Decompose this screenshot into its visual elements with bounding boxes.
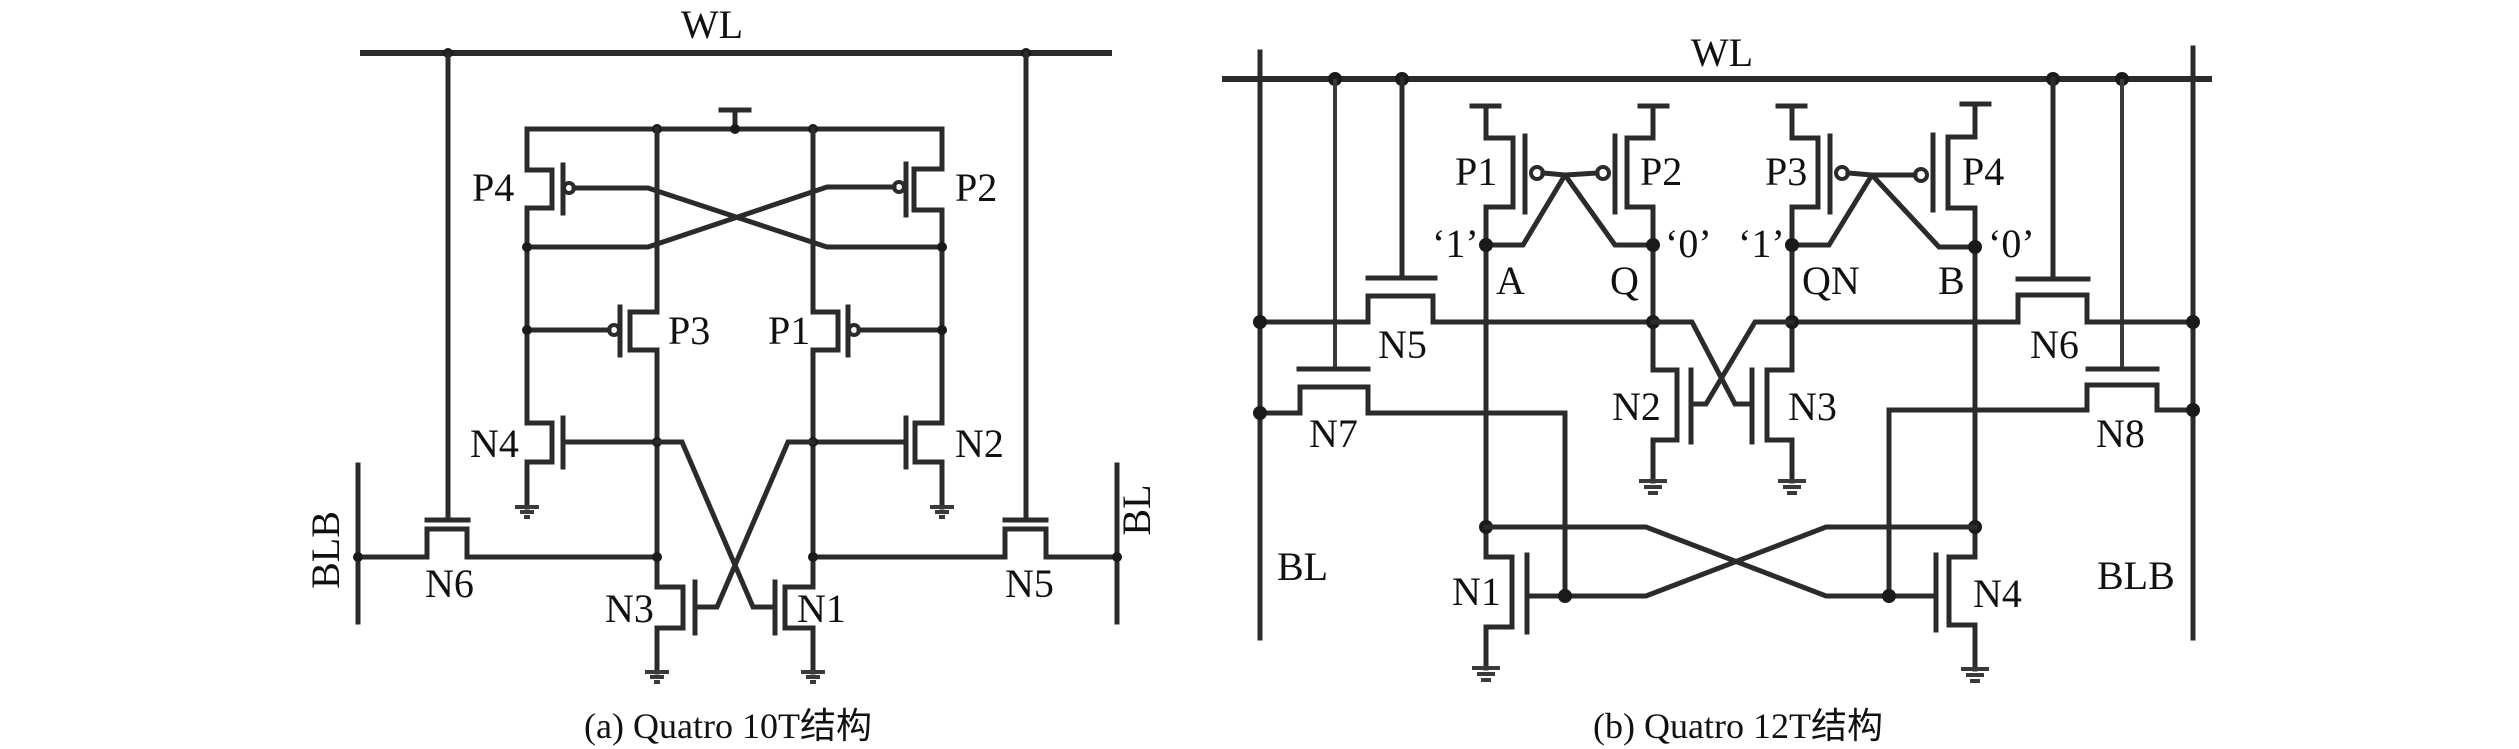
cross-p2-gate <box>524 184 897 250</box>
label-n5: N5 <box>1378 322 1427 367</box>
cross-n1-gate <box>654 439 778 610</box>
node-b-dot <box>1968 240 1982 254</box>
cross-p1-p2-a <box>1483 170 1600 248</box>
wordline-label-a: WL <box>681 2 743 47</box>
label-p1: P1 <box>768 308 810 353</box>
junction-dot <box>2186 403 2200 417</box>
n4-transistor <box>1946 524 1978 672</box>
p3-n3-column <box>627 126 686 675</box>
label-n6: N6 <box>425 561 474 606</box>
label-n3: N3 <box>605 586 654 631</box>
value-b: ‘0’ <box>1988 221 2035 266</box>
p2-transistor <box>911 126 945 510</box>
node-qn-dot <box>1785 238 1799 252</box>
node-label-b: B <box>1938 258 1965 303</box>
label-p4: P4 <box>1962 149 2004 194</box>
ground-icon <box>645 670 669 684</box>
ground-icon <box>1472 666 1500 682</box>
label-n4: N4 <box>1973 571 2022 616</box>
n1-transistor <box>1483 524 1515 671</box>
p1-n1-column <box>782 126 841 675</box>
label-p4: P4 <box>472 165 514 210</box>
cross-n2-n3-b <box>1688 319 1795 407</box>
bitline-label-blb-a: BLB <box>303 511 348 589</box>
label-n6: N6 <box>2030 322 2079 367</box>
junction-dot <box>1253 406 1267 420</box>
junction-dot <box>652 552 662 562</box>
ground-icon <box>1778 479 1806 495</box>
cross-n1-n4-b <box>1524 524 1978 599</box>
junction-dot <box>1253 315 1267 329</box>
label-n2: N2 <box>955 421 1004 466</box>
junction-dot <box>937 325 947 335</box>
cross-p4-gate <box>571 185 945 250</box>
label-n5: N5 <box>1005 561 1054 606</box>
label-p2: P2 <box>955 165 997 210</box>
cross-n1-n4-a <box>1483 524 1939 599</box>
label-p3: P3 <box>668 308 710 353</box>
n6-transistor <box>355 526 660 560</box>
label-n8: N8 <box>2096 411 2145 456</box>
wordline-label-b: WL <box>1691 30 1753 75</box>
n5-transistor <box>1257 293 1656 325</box>
junction-dot <box>353 552 363 562</box>
junction-dot <box>730 124 740 134</box>
label-n2: N2 <box>1612 384 1661 429</box>
bitline-label-blb-b: BLB <box>2097 553 2175 598</box>
ground-icon <box>1639 479 1667 495</box>
junction-dot <box>2186 315 2200 329</box>
bitline-label-bl-b: BL <box>1277 544 1328 589</box>
cross-n2-n3-a <box>1650 319 1755 407</box>
node-label-a: A <box>1496 258 1525 303</box>
junction-dot <box>1558 589 1572 603</box>
n7-transistor <box>1257 384 1568 599</box>
label-p1: P1 <box>1455 149 1497 194</box>
bitline-label-bl-a: BL <box>1114 484 1159 535</box>
label-p3: P3 <box>1765 149 1807 194</box>
value-a: ‘1’ <box>1432 221 1479 266</box>
label-n1: N1 <box>1452 569 1501 614</box>
junction-dot <box>1882 589 1896 603</box>
cross-p3-p4-b <box>1845 170 1978 250</box>
panel-a-quatro-10t: WL <box>303 2 1159 746</box>
caption-a: (a) Quatro 10T结构 <box>584 706 872 746</box>
ground-icon <box>515 505 539 519</box>
node-label-q: Q <box>1610 258 1639 303</box>
label-n1: N1 <box>797 586 846 631</box>
p3-n3-column <box>1764 103 1821 484</box>
label-p2: P2 <box>1640 149 1682 194</box>
node-q-dot <box>1646 238 1660 252</box>
p2-n2-column <box>1624 103 1680 484</box>
junction-dot <box>937 242 947 252</box>
junction-dot <box>1112 552 1122 562</box>
ground-icon <box>930 505 954 519</box>
panel-b-quatro-12t: WL <box>1222 30 2212 746</box>
cross-p3-p4-a <box>1789 172 1918 248</box>
cross-p1-p2-b <box>1540 170 1656 248</box>
node-a-dot <box>1479 238 1493 252</box>
label-n4: N4 <box>470 421 519 466</box>
n6-transistor <box>1789 292 2196 325</box>
value-qn: ‘1’ <box>1738 221 1785 266</box>
cross-n3-gate <box>692 439 816 610</box>
value-q: ‘0’ <box>1665 221 1712 266</box>
label-n7: N7 <box>1309 411 1358 456</box>
ground-icon <box>1961 667 1989 683</box>
label-n3: N3 <box>1788 384 1837 429</box>
junction-dot <box>522 325 532 335</box>
junction-dot <box>522 242 532 252</box>
junction-dot <box>808 552 818 562</box>
caption-b: (b) Quatro 12T结构 <box>1593 706 1883 746</box>
ground-icon <box>801 670 825 684</box>
p4-transistor <box>524 126 555 510</box>
n8-transistor <box>1886 382 2196 599</box>
n5-transistor <box>810 526 1120 560</box>
node-label-qn: QN <box>1802 258 1860 303</box>
